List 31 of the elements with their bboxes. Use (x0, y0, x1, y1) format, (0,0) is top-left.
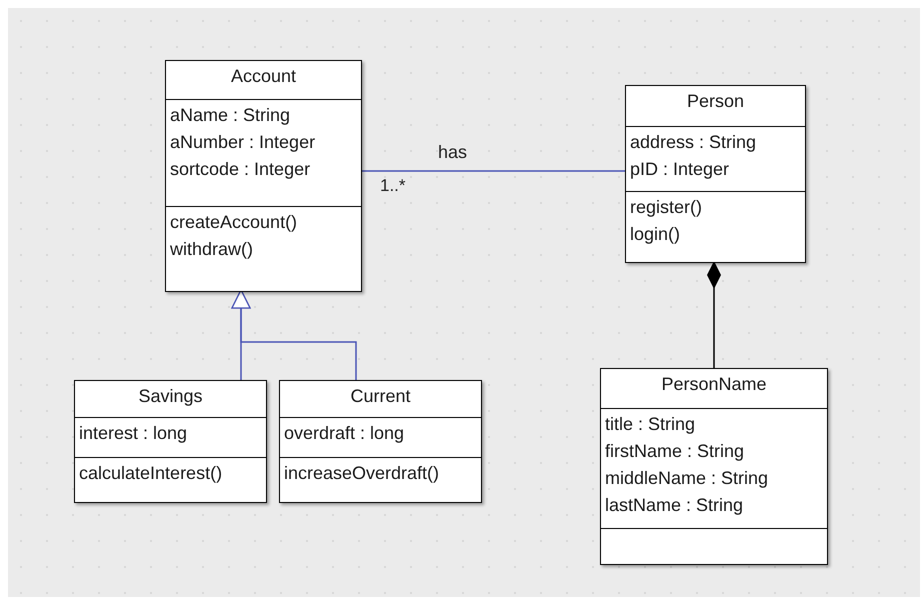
class-name: Person (686, 90, 744, 113)
attribute-text: middleName : String (605, 467, 768, 490)
edge-label: has (438, 141, 468, 163)
class-box (600, 368, 828, 565)
method-text: calculateInterest() (79, 462, 222, 485)
association-line (362, 170, 625, 172)
class-name: Account (230, 65, 296, 88)
class-box (279, 380, 482, 503)
method-text: login() (630, 223, 680, 246)
class-box (625, 85, 806, 263)
attribute-text: lastName : String (605, 494, 744, 517)
attribute-text: address : String (630, 131, 756, 154)
class-name: Current (350, 385, 411, 408)
composition-line (707, 261, 721, 368)
attribute-text: title : String (605, 413, 696, 436)
attribute-text: sortcode : Integer (170, 158, 310, 181)
method-text: register() (630, 196, 702, 219)
method-text: increaseOverdraft() (284, 462, 440, 485)
multiplicity-label: 1..* (380, 176, 406, 196)
method-text: withdraw() (170, 238, 254, 261)
attribute-text: overdraft : long (284, 422, 404, 445)
class-name: PersonName (661, 373, 767, 396)
class-box (74, 380, 267, 503)
attribute-text: aName : String (170, 104, 290, 127)
class-name: Savings (138, 385, 203, 408)
class-box (165, 60, 362, 292)
method-text: createAccount() (170, 211, 298, 234)
attribute-text: pID : Integer (630, 158, 730, 181)
attribute-text: aNumber : Integer (170, 131, 316, 154)
attribute-text: interest : long (79, 422, 188, 445)
attribute-text: firstName : String (605, 440, 744, 463)
